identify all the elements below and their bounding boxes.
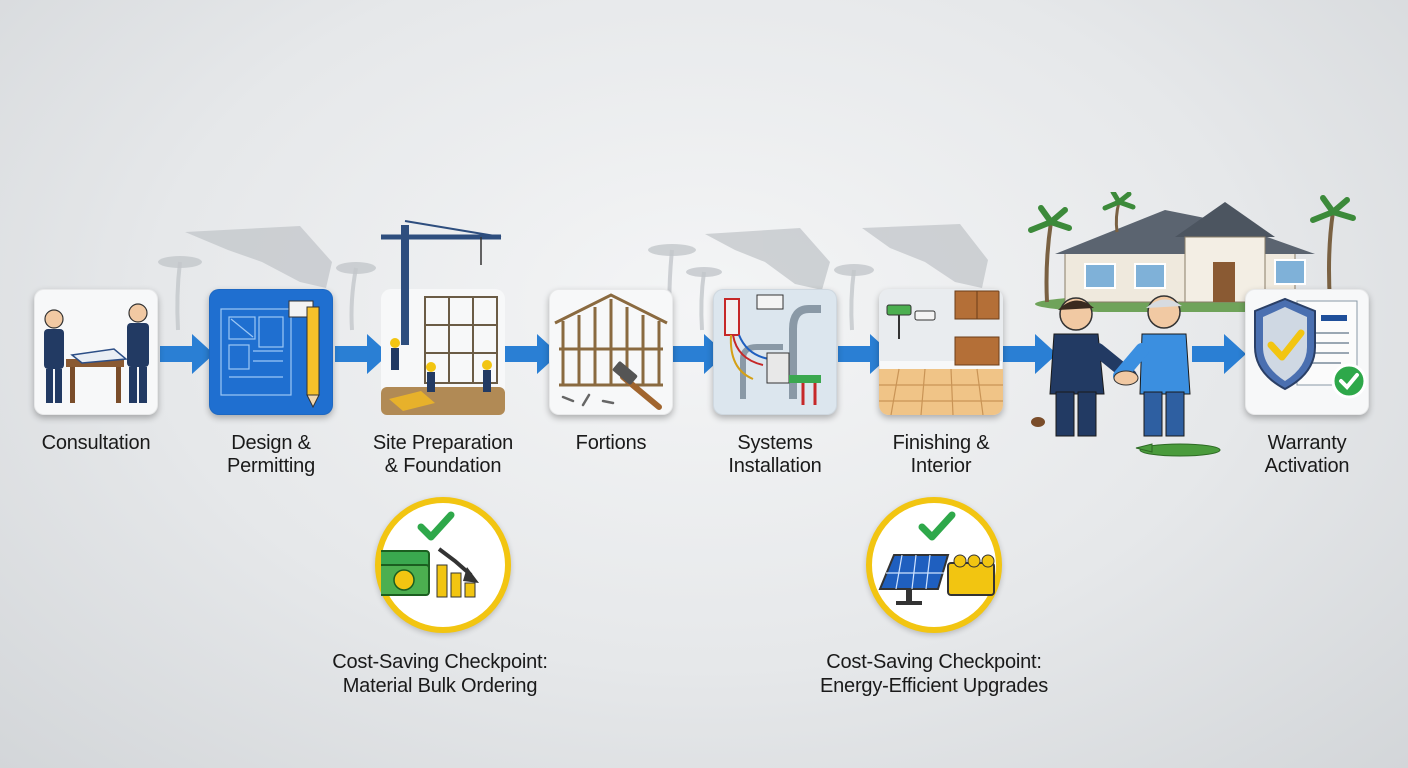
step-arrow xyxy=(160,334,214,374)
house-frame-icon xyxy=(554,293,668,410)
step-label-framing: Fortions xyxy=(575,432,647,454)
step-arrow xyxy=(1192,334,1246,374)
step-label-systems: Systems Installation xyxy=(728,432,822,477)
step-label-site-prep: Site Preparation & Foundation xyxy=(372,432,514,477)
consultation-icon xyxy=(44,303,149,403)
checkpoint-caption-bulk-ordering: Cost-Saving Checkpoint: Material Bulk Or… xyxy=(332,651,548,697)
step-label-design: Design & Permitting xyxy=(226,432,316,477)
step-framing-tile xyxy=(549,289,673,415)
step-warranty-tile xyxy=(1245,289,1369,415)
step-site-prep-tile xyxy=(381,220,505,415)
checkpoint-energy-upgrades xyxy=(866,497,1002,633)
step-arrow xyxy=(335,334,389,374)
step-arrow xyxy=(505,334,559,374)
interior-icon xyxy=(879,289,1003,415)
step-arrow xyxy=(672,334,726,374)
plumbing-electrical-icon xyxy=(724,294,821,405)
step-arrow xyxy=(1003,334,1057,374)
crane-icon xyxy=(381,220,505,415)
warranty-shield-icon xyxy=(1254,297,1367,399)
solar-panel-icon xyxy=(878,511,995,605)
step-label-consultation: Consultation xyxy=(41,432,151,454)
checkpoint-bulk-ordering xyxy=(375,497,511,633)
step-label-warranty: Warranty Activation xyxy=(1264,432,1350,477)
money-savings-icon xyxy=(378,511,479,598)
step-arrow xyxy=(838,334,892,374)
blueprint-icon xyxy=(220,300,320,409)
checkpoint-caption-energy-upgrades: Cost-Saving Checkpoint: Energy-Efficient… xyxy=(819,651,1049,697)
step-design-tile xyxy=(209,289,333,415)
step-systems-tile xyxy=(713,289,837,415)
handshake-icon xyxy=(1031,295,1221,457)
step-label-finishing: Finishing & Interior xyxy=(892,432,990,477)
step-consultation-tile xyxy=(34,289,158,415)
step-finishing-tile xyxy=(879,289,1003,415)
